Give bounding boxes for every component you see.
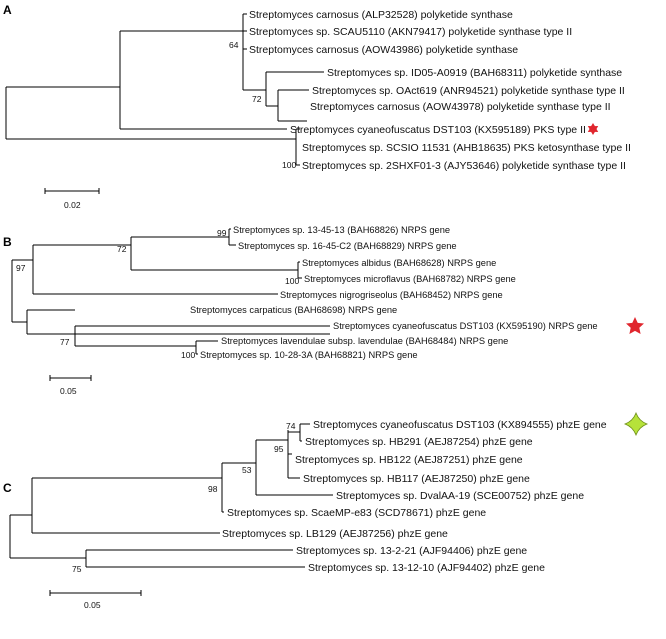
green-star-icon xyxy=(623,411,649,437)
panel-a-branches xyxy=(5,13,324,166)
panel-a: A 64 72 xyxy=(3,3,631,210)
bootstrap-value: 53 xyxy=(242,465,252,475)
bootstrap-value: 75 xyxy=(72,564,82,574)
bootstrap-value: 100 xyxy=(282,160,296,170)
panel-c-label: C xyxy=(3,481,12,495)
taxon-label: Streptomyces albidus (BAH68628) NRPS gen… xyxy=(302,258,496,268)
panel-b-branches xyxy=(11,228,330,355)
taxon-label: Streptomyces cyaneofuscatus DST103 (KX89… xyxy=(313,419,607,431)
panel-c: C xyxy=(3,411,649,610)
scale-bar xyxy=(49,375,92,381)
bootstrap-value: 64 xyxy=(229,40,239,50)
taxon-label: Streptomyces cyaneofuscatus DST103 (KX59… xyxy=(290,124,586,136)
taxon-label: Streptomyces sp. DvalAA-19 (SCE00752) ph… xyxy=(336,490,584,502)
taxon-label: Streptomyces microflavus (BAH68782) NRPS… xyxy=(304,274,516,284)
bootstrap-value: 97 xyxy=(16,263,26,273)
taxon-label: Streptomyces carnosus (AOW43978) polyket… xyxy=(310,101,611,113)
taxon-label: Streptomyces sp. ScaeMP-e83 (SCD78671) p… xyxy=(227,507,486,519)
taxon-label: Streptomyces sp. 10-28-3A (BAH68821) NRP… xyxy=(200,350,418,360)
taxon-label: Streptomyces carnosus (AOW43986) polyket… xyxy=(249,44,518,56)
bootstrap-value: 100 xyxy=(285,276,299,286)
taxon-label: Streptomyces carnosus (ALP32528) polyket… xyxy=(249,9,513,21)
taxon-label: Streptomyces cyaneofuscatus DST103 (KX59… xyxy=(333,321,598,331)
bootstrap-value: 99 xyxy=(217,228,227,238)
taxon-label: Streptomyces sp. SCSIO 11531 (AHB18635) … xyxy=(302,142,631,154)
bootstrap-value: 72 xyxy=(117,244,127,254)
bootstrap-value: 95 xyxy=(274,444,284,454)
taxon-label: Streptomyces carpaticus (BAH68698) NRPS … xyxy=(190,305,397,315)
taxon-label: Streptomyces sp. ID05-A0919 (BAH68311) p… xyxy=(327,67,622,79)
taxon-label: Streptomyces lavendulae subsp. lavendula… xyxy=(221,336,508,346)
taxon-label: Streptomyces sp. 13-45-13 (BAH68826) NRP… xyxy=(233,225,450,235)
scale-bar xyxy=(49,590,142,596)
taxon-label: Streptomyces sp. HB122 (AEJ87251) phzE g… xyxy=(295,454,523,466)
panel-b: B xyxy=(3,225,644,396)
taxon-label: Streptomyces sp. OAct619 (ANR94521) poly… xyxy=(312,85,625,97)
panel-b-label: B xyxy=(3,235,12,249)
bootstrap-value: 74 xyxy=(286,421,296,431)
scale-bar-label: 0.02 xyxy=(64,200,81,210)
scale-bar-label: 0.05 xyxy=(84,600,101,610)
taxon-label: Streptomyces sp. HB117 (AEJ87250) phzE g… xyxy=(303,473,530,485)
taxon-label: Streptomyces nigrogriseolus (BAH68452) N… xyxy=(280,290,503,300)
bootstrap-value: 100 xyxy=(181,350,195,360)
panel-a-label: A xyxy=(3,3,12,17)
taxon-label: Streptomyces sp. 16-45-C2 (BAH68829) NRP… xyxy=(238,241,457,251)
taxon-label: Streptomyces sp. 13-2-21 (AJF94406) phzE… xyxy=(296,545,527,557)
bootstrap-value: 98 xyxy=(208,484,218,494)
red-star-icon xyxy=(626,317,644,334)
bootstrap-value: 72 xyxy=(252,94,262,104)
red-star-icon xyxy=(587,123,599,135)
taxon-label: Streptomyces sp. 13-12-10 (AJF94402) phz… xyxy=(308,562,545,574)
taxon-label: Streptomyces sp. LB129 (AEJ87256) phzE g… xyxy=(222,528,448,540)
taxon-label: Streptomyces sp. 2SHXF01-3 (AJY53646) po… xyxy=(302,160,626,172)
panel-c-branches xyxy=(9,423,333,568)
bootstrap-value: 77 xyxy=(60,337,70,347)
scale-bar-label: 0.05 xyxy=(60,386,77,396)
scale-bar xyxy=(44,188,100,194)
taxon-label: Streptomyces sp. HB291 (AEJ87254) phzE g… xyxy=(305,436,533,448)
taxon-label: Streptomyces sp. SCAU5110 (AKN79417) pol… xyxy=(249,26,572,38)
